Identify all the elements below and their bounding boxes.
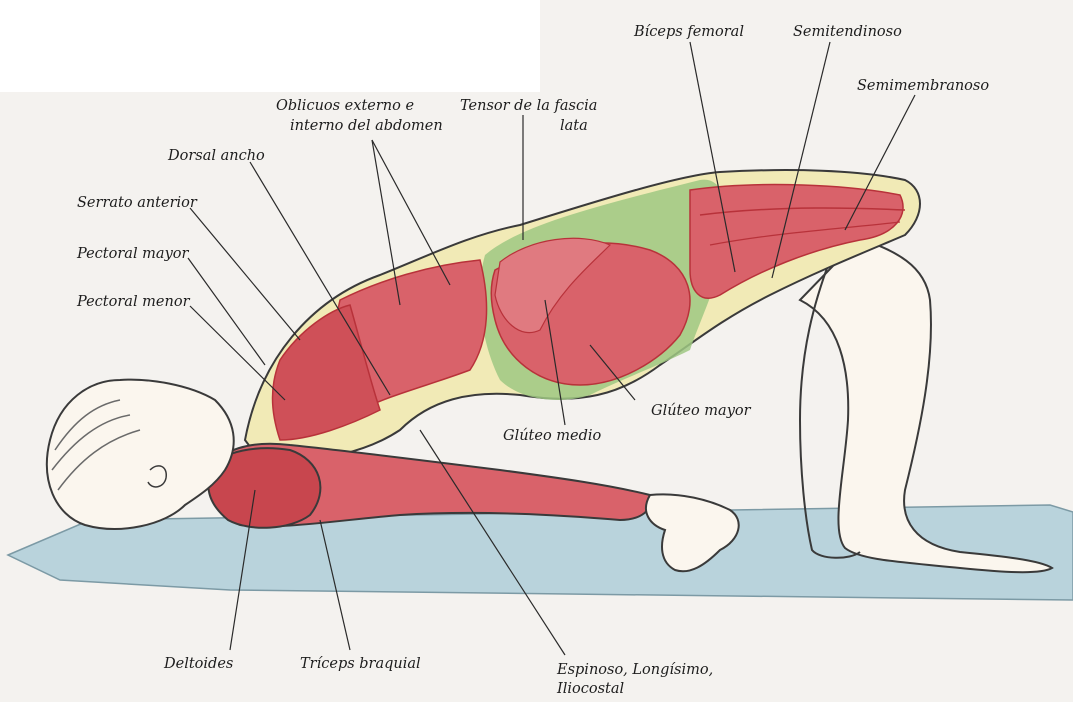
label-espinoso-line1: Espinoso, Longísimo, — [556, 662, 713, 678]
label-oblicuos-line1: Oblicuos externo e — [276, 98, 414, 114]
label-tensor-line1: Tensor de la fascia — [460, 98, 597, 114]
label-tensor-line2: lata — [560, 118, 588, 134]
label-pectoral-menor: Pectoral menor — [76, 294, 191, 310]
label-triceps-braquial: Tríceps braquial — [300, 656, 421, 672]
white-corner — [0, 0, 540, 92]
label-serrato-anterior: Serrato anterior — [77, 195, 198, 211]
label-espinoso-line2: Iliocostal — [556, 681, 624, 697]
label-deltoides: Deltoides — [163, 656, 233, 672]
label-biceps-femoral: Bíceps femoral — [633, 24, 744, 40]
label-dorsal-ancho: Dorsal ancho — [167, 148, 265, 164]
label-gluteo-mayor: Glúteo mayor — [651, 403, 752, 419]
label-pectoral-mayor: Pectoral mayor — [76, 246, 190, 262]
label-gluteo-medio: Glúteo medio — [503, 428, 602, 444]
label-oblicuos-line2: interno del abdomen — [290, 118, 443, 134]
label-semimembranoso: Semimembranoso — [857, 78, 989, 94]
label-semitendinoso: Semitendinoso — [793, 24, 902, 40]
